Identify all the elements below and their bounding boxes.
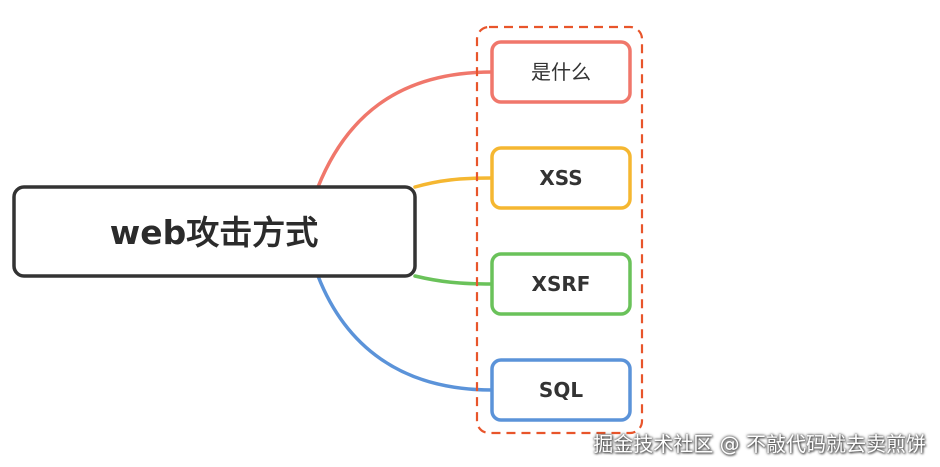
child-node-xss[interactable]: XSS xyxy=(490,146,632,210)
child-node-label-sql: SQL xyxy=(539,378,583,402)
root-node[interactable]: web攻击方式 xyxy=(12,185,417,278)
child-node-box-xss xyxy=(490,146,632,210)
child-node-what-is[interactable]: 是什么 xyxy=(490,40,632,104)
child-node-xsrf[interactable]: XSRF xyxy=(490,252,632,316)
connector-xss xyxy=(413,176,494,189)
connector-sql xyxy=(316,274,494,392)
child-node-label-xsrf: XSRF xyxy=(532,272,591,296)
connectors xyxy=(316,70,494,392)
root-node-box xyxy=(12,185,417,278)
child-node-label-xss: XSS xyxy=(539,166,582,190)
child-node-box-xsrf xyxy=(490,252,632,316)
child-node-box-sql xyxy=(490,358,632,422)
connector-xsrf xyxy=(413,274,494,286)
watermark: 掘金技术社区 @ 不敲代码就去卖煎饼 xyxy=(593,432,926,456)
children-group-frame xyxy=(475,25,644,435)
child-node-box-what-is xyxy=(490,40,632,104)
root-node-label: web攻击方式 xyxy=(110,213,319,252)
child-nodes: 是什么 XSS XSRF SQL xyxy=(490,40,632,422)
child-node-label-what-is: 是什么 xyxy=(531,60,591,84)
child-node-sql[interactable]: SQL xyxy=(490,358,632,422)
connector-what-is xyxy=(316,70,494,189)
